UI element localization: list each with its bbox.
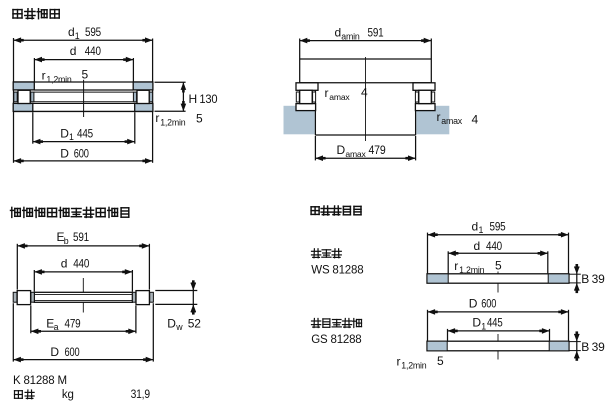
svg-text:GS 81288: GS 81288: [311, 334, 361, 346]
svg-text:5: 5: [82, 67, 89, 81]
svg-text:B: B: [581, 272, 589, 286]
svg-text:1,2min: 1,2min: [401, 361, 427, 371]
svg-text:r: r: [42, 68, 46, 82]
svg-text:595: 595: [490, 219, 506, 233]
svg-text:600: 600: [65, 345, 80, 359]
svg-text:4: 4: [472, 113, 479, 127]
svg-text:D: D: [167, 316, 176, 330]
svg-text:39: 39: [592, 272, 605, 286]
svg-text:kg: kg: [62, 389, 74, 401]
svg-text:5: 5: [437, 354, 444, 368]
svg-text:H: H: [189, 92, 197, 106]
svg-text:B: B: [581, 340, 589, 354]
svg-text:479: 479: [65, 316, 81, 330]
svg-text:D: D: [337, 143, 346, 157]
svg-text:b: b: [64, 236, 69, 246]
svg-text:D: D: [469, 296, 478, 310]
svg-text:d: d: [68, 25, 74, 39]
svg-text:1,2min: 1,2min: [459, 265, 485, 275]
svg-text:r: r: [397, 354, 401, 368]
svg-text:amax: amax: [441, 116, 463, 126]
svg-text:D: D: [60, 146, 69, 160]
svg-text:1: 1: [481, 322, 486, 332]
svg-text:r: r: [155, 111, 159, 125]
svg-text:479: 479: [369, 143, 386, 157]
svg-text:1,2min: 1,2min: [160, 117, 186, 127]
svg-text:445: 445: [487, 316, 503, 330]
svg-text:E: E: [57, 230, 65, 244]
svg-text:w: w: [175, 322, 183, 332]
svg-text:39: 39: [592, 340, 605, 354]
svg-text:445: 445: [77, 126, 93, 140]
svg-text:amin: amin: [341, 32, 360, 42]
svg-text:r: r: [437, 110, 441, 124]
svg-text:1: 1: [479, 225, 484, 235]
svg-text:440: 440: [73, 256, 89, 270]
svg-text:5: 5: [495, 259, 502, 273]
svg-text:4: 4: [361, 86, 368, 100]
svg-text:591: 591: [73, 230, 89, 244]
svg-text:r: r: [454, 259, 458, 273]
svg-text:E: E: [46, 316, 54, 330]
svg-text:130: 130: [199, 92, 217, 106]
svg-text:d: d: [70, 44, 76, 58]
svg-text:595: 595: [85, 25, 101, 39]
svg-text:D: D: [472, 316, 481, 330]
svg-text:K 81288 M: K 81288 M: [13, 375, 67, 387]
svg-text:D: D: [60, 126, 69, 140]
svg-text:WS 81288: WS 81288: [311, 265, 363, 277]
svg-text:1,2min: 1,2min: [46, 75, 72, 85]
svg-text:1: 1: [69, 132, 74, 142]
svg-text:d: d: [472, 219, 478, 233]
svg-text:D: D: [50, 345, 59, 359]
svg-text:440: 440: [486, 239, 502, 253]
svg-text:1: 1: [75, 31, 80, 41]
svg-text:5: 5: [196, 112, 203, 126]
svg-text:52: 52: [188, 316, 201, 330]
svg-text:31,9: 31,9: [131, 389, 150, 401]
svg-text:d: d: [474, 239, 480, 253]
svg-text:amax: amax: [329, 92, 350, 102]
svg-text:r: r: [325, 86, 329, 100]
svg-text:600: 600: [481, 296, 496, 310]
svg-text:600: 600: [74, 146, 89, 160]
svg-text:amax: amax: [345, 149, 366, 159]
svg-text:d: d: [335, 26, 341, 40]
svg-text:591: 591: [368, 26, 384, 40]
svg-text:440: 440: [85, 44, 101, 58]
svg-text:d: d: [61, 256, 67, 270]
svg-text:a: a: [54, 322, 59, 332]
